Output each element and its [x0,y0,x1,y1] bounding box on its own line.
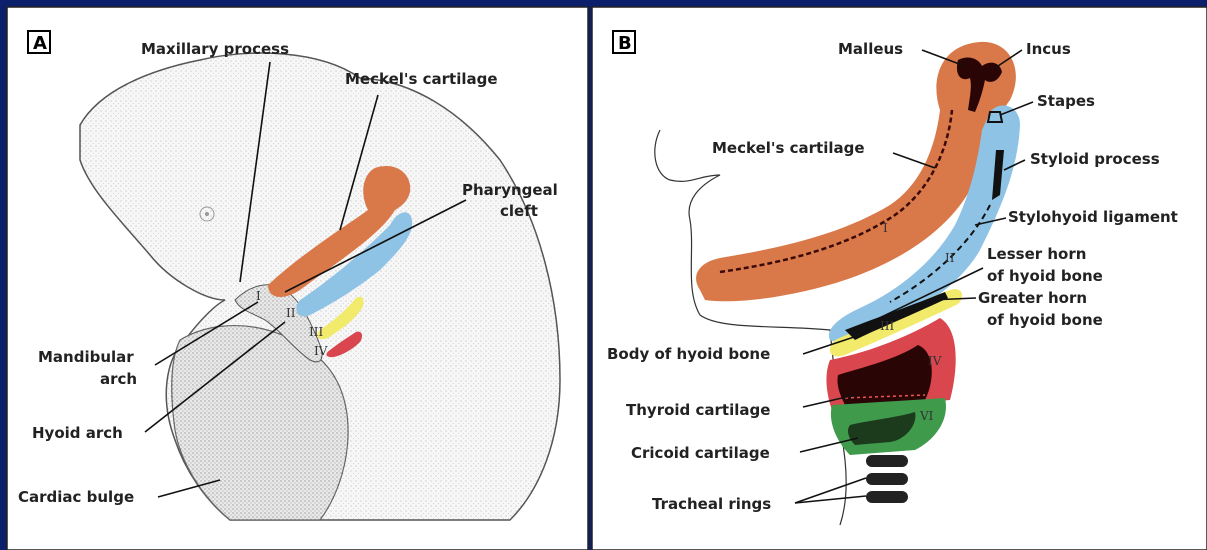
arch-numeral-b-4: IV [928,354,942,368]
label-cricoid-cartilage: Cricoid cartilage [631,444,770,462]
arch-numeral-a-4: IV [314,344,328,358]
label-malleus: Malleus [838,40,903,58]
label-lesser-horn-2: of hyoid bone [987,267,1103,285]
label-mandibular-1: Mandibular [38,348,134,366]
tracheal-ring-3 [866,491,908,503]
label-lesser-horn-1: Lesser horn [987,245,1086,263]
tracheal-ring-1 [866,455,908,467]
label-mandibular-2: arch [100,370,137,388]
tracheal-ring-2 [866,473,908,485]
label-body-of-hyoid-bone: Body of hyoid bone [607,345,770,363]
top-bar [0,0,1207,6]
label-stapes: Stapes [1037,92,1095,110]
label-stylohyoid-ligament: Stylohyoid ligament [1008,208,1178,226]
panel-a-letter: A [33,33,47,54]
arch-numeral-b-1: I [883,221,888,235]
arch-numeral-a-3: III [309,325,323,339]
label-incus: Incus [1026,40,1071,58]
label-pharyngeal-1: Pharyngeal [462,181,558,199]
label-styloid-process: Styloid process [1030,150,1160,168]
arch-numeral-b-3: III [880,319,894,333]
label-cardiac-bulge: Cardiac bulge [18,488,134,506]
label-meckel-cartilage-a: Meckel's cartilage [345,70,498,88]
arch-numeral-b-6: VI [919,409,934,423]
label-pharyngeal-2: cleft [500,202,538,220]
label-greater-horn-1: Greater horn [978,289,1087,307]
arch-numeral-b-2: II [945,251,955,265]
arch-numeral-a-1: I [256,289,261,303]
panel-b: B I II III [592,7,1207,550]
label-hyoid-arch: Hyoid arch [32,424,123,442]
label-greater-horn-2: of hyoid bone [987,311,1103,329]
arch-numeral-a-2: II [286,306,296,320]
eye-pupil [205,212,209,216]
panel-b-letter: B [618,33,632,54]
label-maxillary-process: Maxillary process [141,40,289,58]
label-tracheal-rings: Tracheal rings [652,495,771,513]
panel-a: A I II III IV Maxillary process Meckel's [7,7,588,550]
panel-b-frame [592,7,1207,550]
label-meckel-cartilage-b: Meckel's cartilage [712,139,865,157]
label-thyroid-cartilage: Thyroid cartilage [626,401,770,419]
